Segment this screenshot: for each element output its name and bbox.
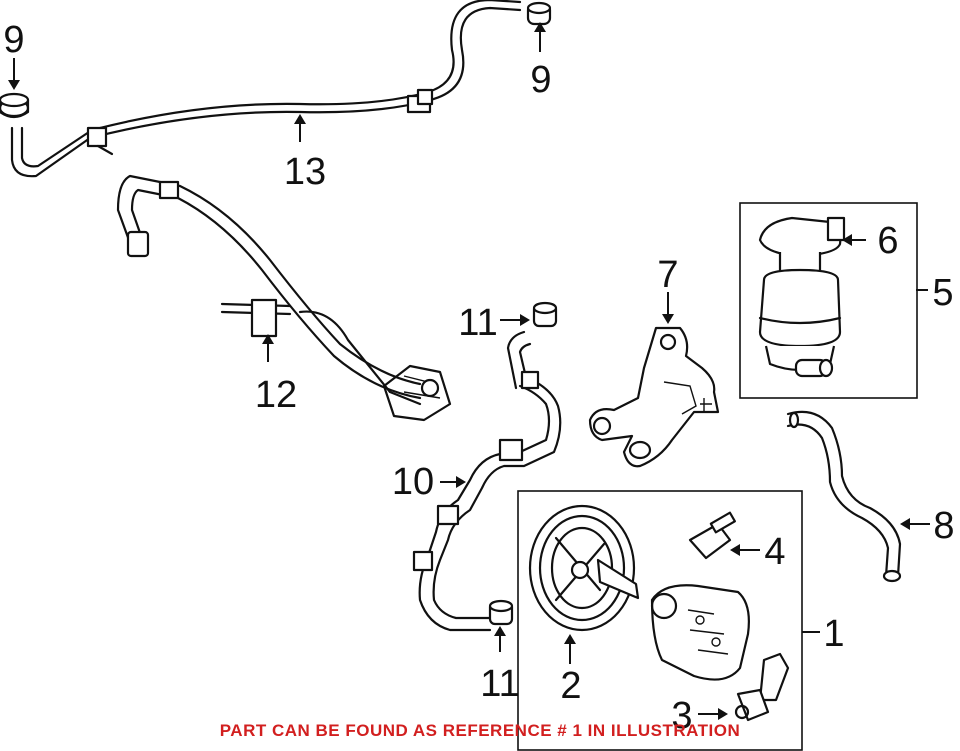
callout-11-bottom: 11 [480,663,519,705]
part-13-return-line [10,0,522,178]
part-5-reservoir-group [739,202,918,399]
callout-7: 7 [657,254,678,296]
leader-lines [8,22,930,720]
callout-1: 1 [823,613,844,655]
callout-11-top: 11 [458,302,497,344]
part-1-pump-assembly [517,490,803,751]
callout-8: 8 [933,505,954,547]
callout-5: 5 [932,272,953,314]
callout-9-top: 9 [530,59,551,101]
part-2-pulley [528,504,640,632]
reference-note: PART CAN BE FOUND AS REFERENCE # 1 IN IL… [219,721,741,740]
callout-6: 6 [877,220,898,262]
part-12-pressure-hose [116,174,452,422]
part-11-top-grommet [532,301,558,328]
part-9-top-grommet [526,1,552,26]
part-7-pump-bracket [588,326,720,468]
callout-2: 2 [560,665,581,707]
part-10-return-hose [412,330,562,632]
callout-4: 4 [764,531,785,573]
part-4-valve [688,511,736,560]
part-11-bottom-grommet [488,599,514,626]
callout-10: 10 [392,461,434,503]
callout-12: 12 [255,374,297,416]
part-8-suction-hose [786,410,902,583]
part-3-fitting [734,652,790,722]
part-9-left-grommet [0,92,30,119]
callout-3: 3 [671,695,692,737]
callout-9-left: 9 [3,19,24,61]
callout-13: 13 [284,151,326,193]
